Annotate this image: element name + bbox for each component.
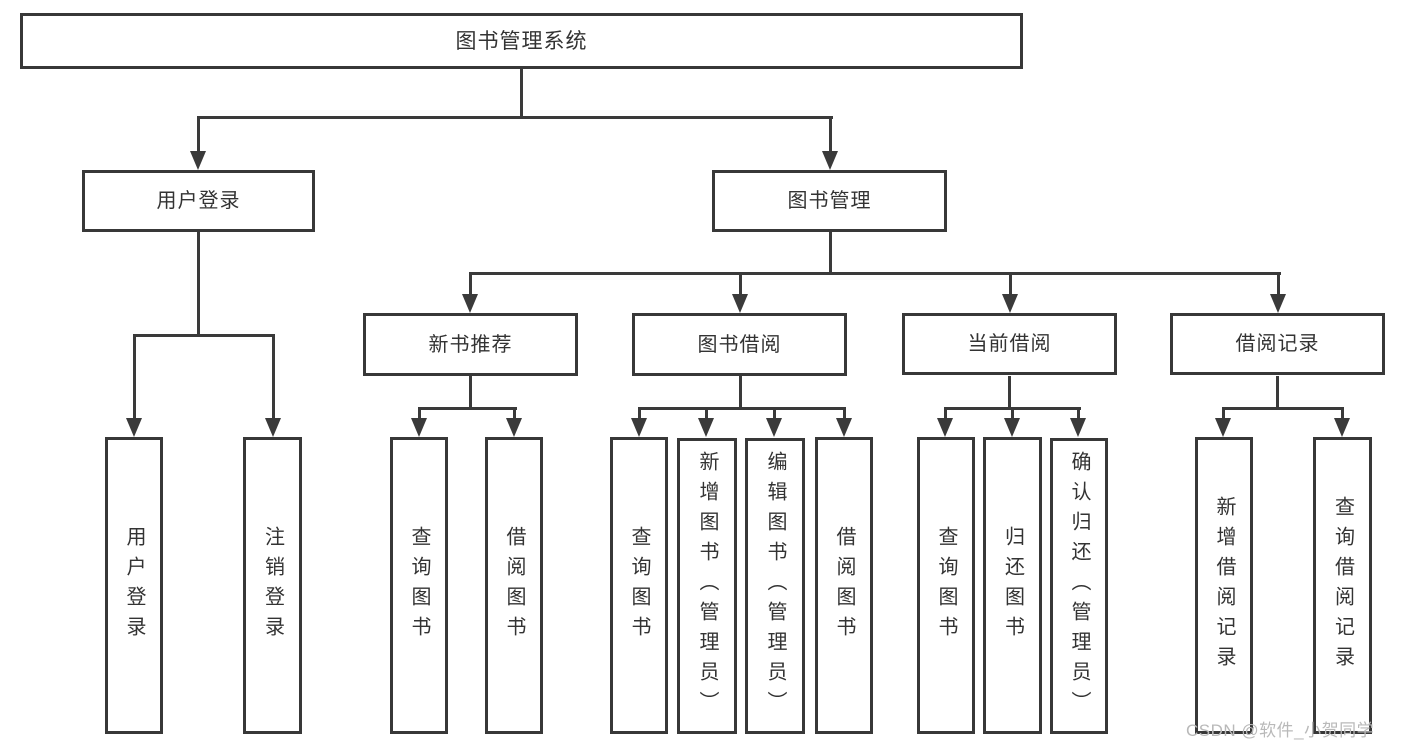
connector-line (133, 334, 275, 337)
leaf-query-books-recommend-label: 查询图书 (408, 525, 430, 646)
node-current-borrowing-label: 当前借阅 (967, 333, 1052, 355)
leaf-confirm-return-admin: 确认归还（管理员） (1050, 438, 1108, 734)
connector-line (197, 118, 200, 154)
arrow-down-icon (126, 418, 142, 437)
connector-line (513, 409, 516, 421)
leaf-borrow-books-recommend-label: 借阅图书 (503, 525, 525, 646)
leaf-borrow-books-recommend: 借阅图书 (485, 437, 543, 734)
node-current-borrowing: 当前借阅 (902, 313, 1117, 375)
node-user-login-label: 用户登录 (156, 190, 241, 212)
leaf-query-borrow-record: 查询借阅记录 (1313, 437, 1372, 734)
leaf-return-books-label: 归还图书 (1001, 525, 1024, 646)
leaf-add-borrow-record: 新增借阅记录 (1195, 437, 1253, 734)
connector-line (944, 409, 947, 421)
connector-line (272, 336, 275, 420)
connector-line (469, 376, 472, 409)
node-new-book-recommend-label: 新书推荐 (428, 333, 513, 356)
leaf-edit-books-admin-label: 编辑图书（管理员） (764, 451, 786, 721)
csdn-watermark: CSDN @软件_小贺同学 (1186, 721, 1375, 740)
arrow-down-icon (462, 294, 478, 313)
node-borrowing-records-label: 借阅记录 (1235, 333, 1320, 355)
leaf-user-login-label: 用户登录 (123, 525, 145, 646)
connector-line (1341, 409, 1344, 421)
arrow-down-icon (1004, 418, 1020, 437)
arrow-down-icon (190, 151, 206, 170)
node-book-management: 图书管理 (712, 170, 947, 232)
connector-line (469, 272, 1281, 275)
node-book-management-label: 图书管理 (787, 190, 872, 212)
connector-line (638, 407, 846, 410)
arrow-down-icon (732, 294, 748, 313)
leaf-return-books: 归还图书 (983, 437, 1042, 734)
leaf-query-books-current-label: 查询图书 (935, 525, 957, 646)
leaf-edit-books-admin: 编辑图书（管理员） (745, 438, 805, 734)
connector-line (1009, 274, 1012, 296)
connector-line (418, 409, 421, 421)
node-user-login: 用户登录 (82, 170, 315, 232)
leaf-add-borrow-record-label: 新增借阅记录 (1213, 495, 1235, 676)
connector-line (829, 118, 832, 154)
arrow-down-icon (1002, 294, 1018, 313)
arrow-down-icon (698, 418, 714, 437)
connector-line (1008, 376, 1011, 409)
leaf-confirm-return-admin-label: 确认归还（管理员） (1068, 451, 1090, 721)
leaf-borrow-books-borrowing-label: 借阅图书 (833, 525, 855, 646)
connector-line (843, 409, 846, 421)
leaf-query-books-borrowing-label: 查询图书 (628, 525, 650, 646)
arrow-down-icon (937, 418, 953, 437)
node-book-borrowing: 图书借阅 (632, 313, 847, 376)
connector-line (829, 232, 832, 274)
node-new-book-recommend: 新书推荐 (363, 313, 578, 376)
connector-line (197, 116, 833, 119)
leaf-user-login: 用户登录 (105, 437, 163, 734)
arrow-down-icon (766, 418, 782, 437)
leaf-query-borrow-record-label: 查询借阅记录 (1331, 495, 1354, 676)
arrow-down-icon (1270, 294, 1286, 313)
connector-line (638, 409, 641, 421)
connector-line (469, 274, 472, 296)
arrow-down-icon (1070, 418, 1086, 437)
connector-line (1222, 407, 1344, 410)
arrow-down-icon (822, 151, 838, 170)
connector-line (1277, 274, 1280, 296)
arrow-down-icon (506, 418, 522, 437)
leaf-query-books-current: 查询图书 (917, 437, 975, 734)
connector-line (1222, 409, 1225, 421)
leaf-borrow-books-borrowing: 借阅图书 (815, 437, 873, 734)
connector-line (944, 407, 1081, 410)
leaf-add-books-admin-label: 新增图书（管理员） (696, 451, 718, 721)
connector-line (133, 336, 136, 420)
leaf-logout-label: 注销登录 (261, 525, 284, 646)
leaf-add-books-admin: 新增图书（管理员） (677, 438, 737, 734)
connector-line (1077, 409, 1080, 421)
leaf-logout: 注销登录 (243, 437, 302, 734)
connector-line (739, 376, 742, 409)
node-root: 图书管理系统 (20, 13, 1023, 69)
arrow-down-icon (836, 418, 852, 437)
leaf-query-books-borrowing: 查询图书 (610, 437, 668, 734)
leaf-query-books-recommend: 查询图书 (390, 437, 448, 734)
connector-line (418, 407, 517, 410)
connector-line (1011, 409, 1014, 421)
connector-line (197, 232, 200, 336)
arrow-down-icon (631, 418, 647, 437)
arrow-down-icon (1215, 418, 1231, 437)
arrow-down-icon (1334, 418, 1350, 437)
arrow-down-icon (411, 418, 427, 437)
connector-line (705, 409, 708, 421)
connector-line (1276, 376, 1279, 409)
connector-line (773, 409, 776, 421)
connector-line (520, 68, 523, 118)
node-book-borrowing-label: 图书借阅 (697, 333, 782, 356)
node-borrowing-records: 借阅记录 (1170, 313, 1385, 375)
arrow-down-icon (265, 418, 281, 437)
connector-line (739, 274, 742, 296)
node-root-label: 图书管理系统 (455, 29, 588, 53)
